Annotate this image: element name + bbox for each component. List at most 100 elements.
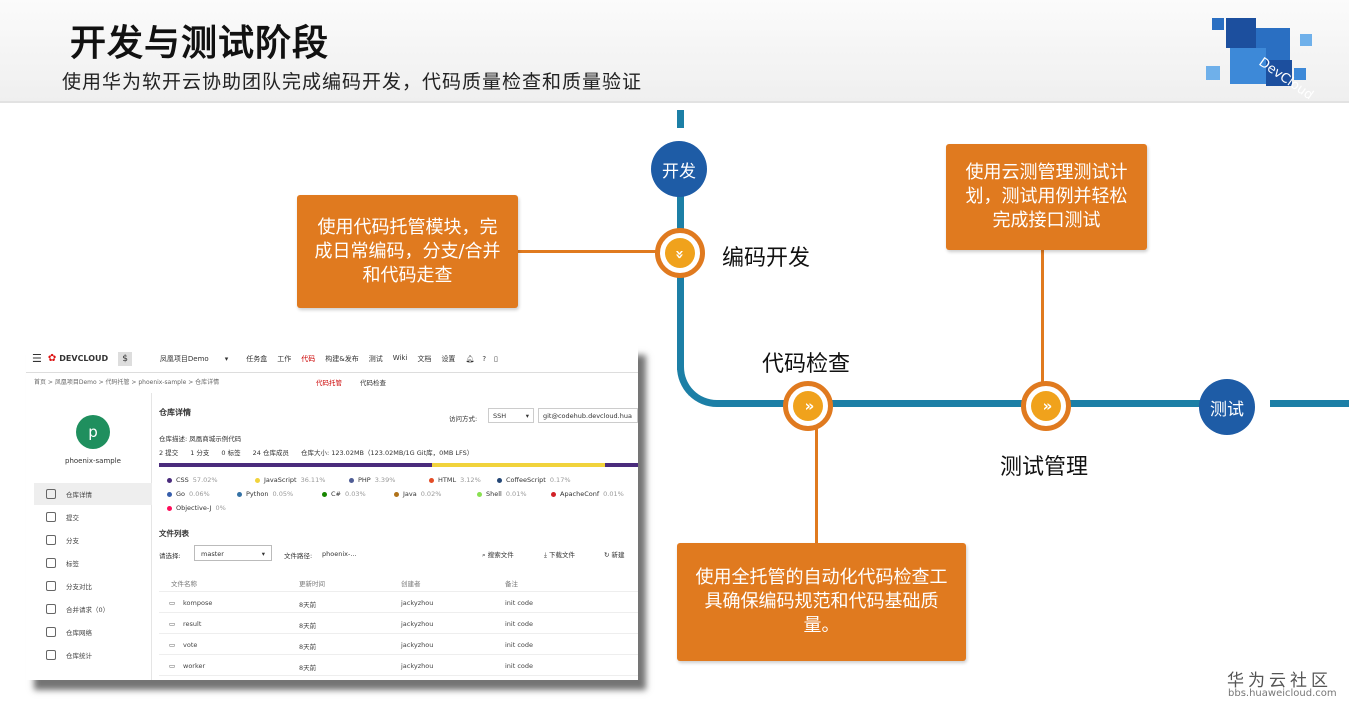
stat-branches[interactable]: 1 分支 xyxy=(190,449,210,457)
label-test-mgmt: 测试管理 xyxy=(1000,455,1089,480)
tab-code-check[interactable]: 代码检查 xyxy=(360,379,386,387)
label-code-check: 代码检查 xyxy=(762,352,851,377)
chevron-down-icon: ▾ xyxy=(224,354,229,363)
download-file-button[interactable]: ⤓ 下载文件 xyxy=(544,551,575,559)
sidebar-item-branches[interactable]: 分支 xyxy=(34,529,152,551)
chevron-down-icon: ▾ xyxy=(261,550,265,558)
menu-item[interactable]: 设置 xyxy=(441,354,456,363)
metro-line-end xyxy=(1270,400,1349,407)
info-box-test-mgmt: 使用云测管理测试计划，测试用例并轻松完成接口测试 xyxy=(946,144,1147,250)
metro-line-top xyxy=(677,110,684,128)
devcloud-logo: DevCloud xyxy=(1206,18,1316,100)
language-dot xyxy=(497,477,502,483)
menu-item[interactable]: 任务盒 xyxy=(246,354,268,363)
stat-tags[interactable]: 0 标签 xyxy=(221,449,241,457)
language-bar xyxy=(159,463,638,467)
sidebar-item-commits[interactable]: 提交 xyxy=(34,506,152,528)
sidebar: p phoenix-sample 仓库详情 提交 分支 标签 分支对比 合并请求… xyxy=(34,393,152,680)
phone-icon[interactable]: ▯ xyxy=(494,354,498,363)
search-icon: ⌕ xyxy=(482,551,488,559)
menu-item[interactable]: 文档 xyxy=(417,354,432,363)
connector-box2 xyxy=(1041,250,1044,382)
sidebar-item-stats[interactable]: 仓库统计 xyxy=(34,644,152,666)
repo-stats: 2 提交 1 分支 0 标签 24 仓库成员 仓库大小: 123.02MB（12… xyxy=(159,447,473,457)
topbar: ☰ ✿ DEVCLOUD $ 凤凰项目Demo ▾ 任务盒 工作 代码 构建&发… xyxy=(26,345,638,373)
info-box-code-hosting: 使用代码托管模块，完成日常编码，分支/合并和代码走查 xyxy=(297,195,518,308)
devcloud-screenshot: ☰ ✿ DEVCLOUD $ 凤凰项目Demo ▾ 任务盒 工作 代码 构建&发… xyxy=(26,345,638,680)
new-file-button[interactable]: ↻ 新建 xyxy=(604,551,625,559)
language-dot xyxy=(167,491,172,497)
sidebar-item-compare[interactable]: 分支对比 xyxy=(34,575,152,597)
language-bar-javascript xyxy=(432,463,606,467)
sidebar-item-repo-detail[interactable]: 仓库详情 xyxy=(34,483,152,505)
dollar-icon[interactable]: $ xyxy=(118,351,132,366)
language-dot xyxy=(167,477,172,483)
language-dot xyxy=(255,477,260,483)
stat-commits[interactable]: 2 提交 xyxy=(159,449,179,457)
label-code-dev: 编码开发 xyxy=(722,246,811,271)
brand: DEVCLOUD xyxy=(59,354,109,363)
menu-icon[interactable]: ☰ xyxy=(32,352,42,365)
access-select[interactable]: SSH▾ xyxy=(488,408,534,423)
home-icon xyxy=(46,489,56,499)
menu-item[interactable]: 代码 xyxy=(301,354,316,363)
connector-box1 xyxy=(518,250,658,253)
breadcrumb[interactable]: 首页 > 凤凰项目Demo > 代码托管 > phoenix-sample > … xyxy=(34,379,220,386)
header: 开发与测试阶段 使用华为软开云协助团队完成编码开发，代码质量检查和质量验证 De… xyxy=(0,0,1349,103)
tag-icon xyxy=(46,558,56,568)
commit-icon xyxy=(46,512,56,522)
clone-url-field[interactable]: git@codehub.devcloud.hua xyxy=(538,408,638,423)
stats-icon xyxy=(46,650,56,660)
top-menu: 任务盒 工作 代码 构建&发布 测试 Wiki 文档 设置 xyxy=(246,354,455,364)
bell-icon[interactable]: 🔔︎ xyxy=(465,354,475,363)
download-icon: ⤓ xyxy=(544,551,549,559)
menu-item[interactable]: 工作 xyxy=(277,354,292,363)
file-list-title: 文件列表 xyxy=(159,529,189,538)
menu-item[interactable]: 构建&发布 xyxy=(325,354,359,363)
menu-item[interactable]: Wiki xyxy=(392,353,408,362)
community-watermark: 华为云社区 xyxy=(1227,671,1332,691)
path-value: phoenix-... xyxy=(322,550,357,558)
menu-item[interactable]: 测试 xyxy=(368,354,383,363)
language-dot xyxy=(237,491,242,497)
folder-icon: ▭ xyxy=(169,662,176,670)
branch-label: 请选择: xyxy=(159,552,181,560)
metro-line-curve xyxy=(677,345,737,407)
station-code-dev: » xyxy=(655,228,705,278)
info-box-code-check: 使用全托管的自动化代码检查工具确保编码规范和代码基础质量。 xyxy=(677,543,966,661)
huawei-logo-icon: ✿ xyxy=(47,353,57,364)
language-dot xyxy=(429,477,434,483)
network-icon xyxy=(46,627,56,637)
sidebar-item-tags[interactable]: 标签 xyxy=(34,552,152,574)
tab-code-hosting[interactable]: 代码托管 xyxy=(316,379,342,387)
sidebar-item-network[interactable]: 仓库网络 xyxy=(34,621,152,643)
community-url: bbs.huaweicloud.com xyxy=(1228,688,1337,699)
path-label: 文件路径: xyxy=(284,552,313,560)
metro-line-vertical xyxy=(677,190,684,370)
stat-size: 仓库大小: 123.02MB（123.02MB/1G Git库，0MB LFS） xyxy=(300,449,474,457)
station-ceshi: 测试 xyxy=(1199,379,1255,435)
sidebar-item-merge-requests[interactable]: 合并请求（0） xyxy=(34,598,152,620)
stat-members[interactable]: 24 仓库成员 xyxy=(252,449,289,457)
help-icon[interactable]: ? xyxy=(482,354,487,363)
branch-icon xyxy=(46,535,56,545)
language-dot xyxy=(394,491,399,497)
search-file-button[interactable]: ⌕ 搜索文件 xyxy=(482,551,514,559)
metro-line-horizontal xyxy=(730,400,1200,407)
project-select[interactable]: 凤凰项目Demo xyxy=(159,354,209,363)
refresh-icon: ↻ xyxy=(604,551,612,559)
branch-select[interactable]: master▾ xyxy=(194,545,272,561)
language-item: C#0.03% xyxy=(322,490,366,498)
page-title: 开发与测试阶段 xyxy=(70,23,330,64)
